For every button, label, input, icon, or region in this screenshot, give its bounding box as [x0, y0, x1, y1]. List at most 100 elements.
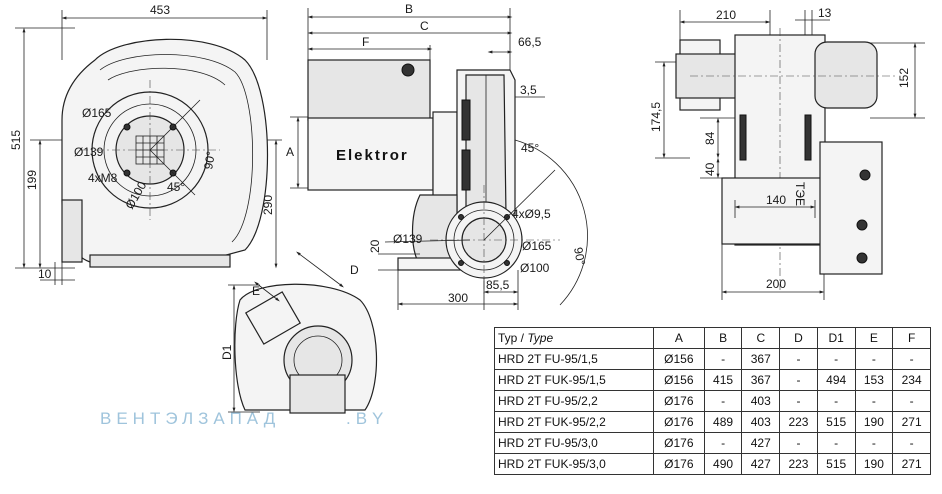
- cell-A: Ø156: [653, 348, 705, 370]
- cell-C: 427: [741, 453, 781, 475]
- cell-B: -: [703, 348, 743, 370]
- cell-F: -: [892, 390, 931, 412]
- cell-C: 403: [741, 411, 781, 433]
- cell-typ: HRD 2T FUK-95/1,5: [494, 369, 654, 391]
- dim-C: C: [420, 19, 429, 33]
- table-row: HRD 2T FU-95/3,0 Ø176 - 427 - - - -: [494, 432, 931, 454]
- watermark-suffix: .BY: [346, 409, 388, 428]
- cell-F: 234: [892, 369, 931, 391]
- cell-D: 223: [779, 411, 818, 433]
- dim-F: F: [362, 35, 369, 49]
- cell-C: 427: [741, 432, 781, 454]
- header-C: C: [741, 327, 781, 349]
- cell-B: -: [703, 390, 743, 412]
- dim-flange-139: Ø139: [393, 232, 423, 246]
- dim-199: 199: [25, 170, 39, 190]
- cell-typ: HRD 2T FU-95/1,5: [494, 348, 654, 370]
- dim-90: 90°: [571, 246, 588, 266]
- dim-515: 515: [9, 130, 23, 150]
- dim-140: 140: [766, 193, 786, 207]
- header-E: E: [854, 327, 894, 349]
- dim-E: E: [252, 284, 260, 298]
- cell-B: -: [703, 432, 743, 454]
- cell-B: 490: [703, 453, 743, 475]
- dim-A: A: [286, 145, 294, 159]
- dim-D: D: [350, 263, 359, 277]
- cell-D1: 515: [816, 411, 856, 433]
- cell-A: Ø176: [653, 390, 705, 412]
- front-view: 453 515 199 290 10: [9, 3, 282, 285]
- dim-66-5: 66,5: [518, 35, 542, 49]
- header-D: D: [779, 327, 818, 349]
- dim-210: 210: [716, 8, 736, 22]
- cell-B: 489: [703, 411, 743, 433]
- table-row: HRD 2T FU-95/1,5 Ø156 - 367 - - - -: [494, 348, 931, 370]
- cell-A: Ø156: [653, 369, 705, 391]
- dim-flange-165: Ø165: [522, 239, 552, 253]
- cell-E: 190: [854, 411, 894, 433]
- cell-D: -: [779, 432, 818, 454]
- dim-13: 13: [818, 6, 832, 20]
- dim-300: 300: [448, 291, 468, 305]
- header-type: Typ / Type: [494, 327, 654, 349]
- cell-F: -: [892, 348, 931, 370]
- right-view: 210 13 152 174,5 84 40 ТЭЕ: [649, 6, 925, 300]
- dim-D1: D1: [220, 344, 234, 360]
- watermark-brand: ВЕНТЭЛЗАПАД: [100, 409, 280, 428]
- dim-85-5: 85,5: [486, 278, 510, 292]
- watermark: ВЕНТЭЛЗАПАД .BY: [100, 409, 388, 428]
- cell-E: -: [854, 432, 894, 454]
- table-row: HRD 2T FUK-95/3,0 Ø176 490 427 223 515 1…: [494, 453, 931, 475]
- cell-C: 367: [741, 369, 781, 391]
- cell-A: Ø176: [653, 411, 705, 433]
- cell-D: -: [779, 369, 818, 391]
- dim-84: 84: [703, 131, 717, 145]
- dim-174-5: 174,5: [649, 102, 663, 132]
- dim-453: 453: [150, 3, 170, 17]
- cell-D: 223: [779, 453, 818, 475]
- dim-10: 10: [38, 267, 52, 281]
- header-D1: D1: [816, 327, 856, 349]
- dim-20: 20: [368, 239, 382, 253]
- dim-holes: 4xØ9,5: [512, 207, 551, 221]
- cell-typ: HRD 2T FUK-95/2,2: [494, 411, 654, 433]
- dim-200: 200: [766, 277, 786, 291]
- vent-label: ТЭЕ: [793, 182, 807, 206]
- dim-45: 45°: [521, 141, 539, 155]
- cell-D1: -: [816, 390, 856, 412]
- cell-F: 271: [892, 411, 931, 433]
- table-header-row: Typ / Type A B C D D1 E F: [494, 327, 931, 349]
- header-A: A: [653, 327, 705, 349]
- cell-B: 415: [703, 369, 743, 391]
- cell-D1: 494: [816, 369, 856, 391]
- cell-D: -: [779, 348, 818, 370]
- cell-typ: HRD 2T FU-95/3,0: [494, 432, 654, 454]
- cell-D1: -: [816, 432, 856, 454]
- table-row: HRD 2T FU-95/2,2 Ø176 - 403 - - - -: [494, 390, 931, 412]
- cell-E: -: [854, 348, 894, 370]
- dim-angle-45: 45°: [167, 180, 185, 194]
- cell-D1: -: [816, 348, 856, 370]
- cell-E: 190: [854, 453, 894, 475]
- header-F: F: [892, 327, 931, 349]
- cell-C: 403: [741, 390, 781, 412]
- cell-F: -: [892, 432, 931, 454]
- cell-E: 153: [854, 369, 894, 391]
- dim-B: B: [405, 2, 413, 16]
- spec-table: Typ / Type A B C D D1 E F HRD 2T FU-95/1…: [494, 327, 931, 475]
- dim-inlet-165: Ø165: [82, 106, 112, 120]
- dim-flange-100: Ø100: [520, 261, 550, 275]
- dim-bolts-m8: 4xM8: [88, 171, 118, 185]
- cell-A: Ø176: [653, 453, 705, 475]
- cell-F: 271: [892, 453, 931, 475]
- dim-bolt-139: Ø139: [74, 145, 104, 159]
- dim-3-5: 3,5: [520, 83, 537, 97]
- table-row: HRD 2T FUK-95/1,5 Ø156 415 367 - 494 153…: [494, 369, 931, 391]
- bottom-view: D1 D E: [220, 251, 378, 414]
- dim-152: 152: [897, 68, 911, 88]
- table-row: HRD 2T FUK-95/2,2 Ø176 489 403 223 515 1…: [494, 411, 931, 433]
- cell-A: Ø176: [653, 432, 705, 454]
- dim-angle-90: 90°: [201, 150, 218, 171]
- header-B: B: [703, 327, 743, 349]
